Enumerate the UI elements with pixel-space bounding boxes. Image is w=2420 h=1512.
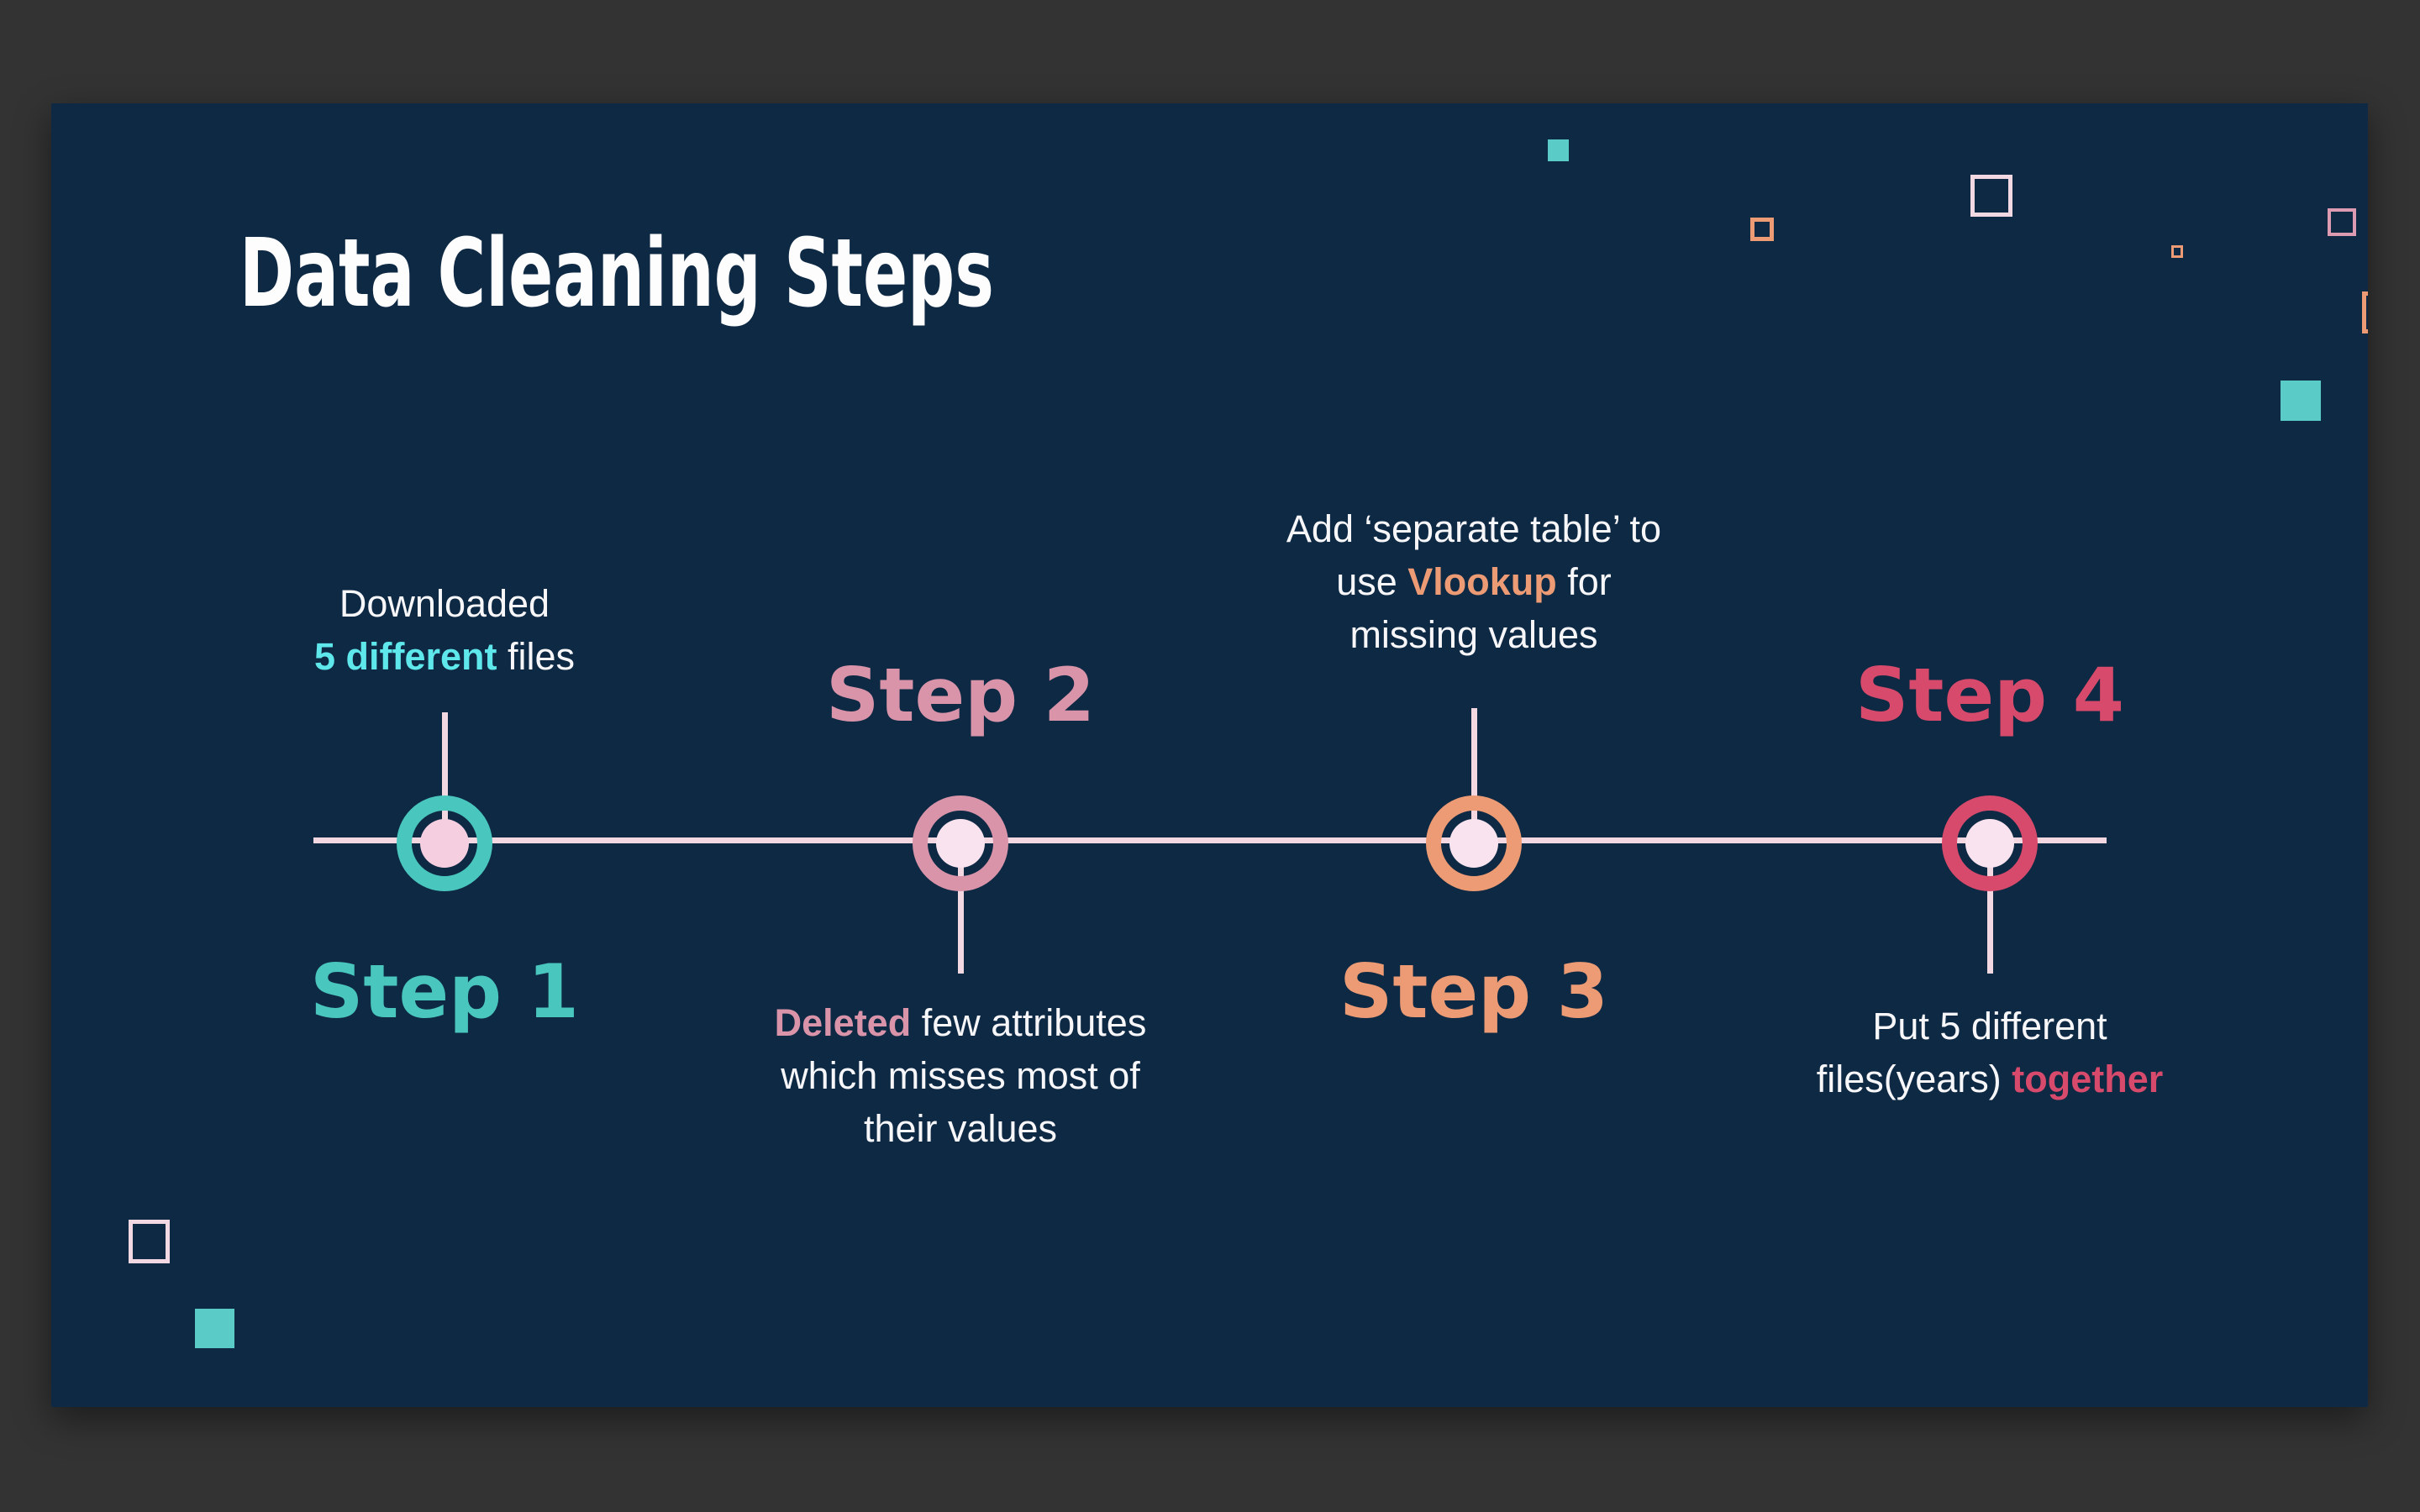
desc-line: Deleted few attributes <box>658 996 1263 1049</box>
text-segment: Put 5 different <box>1872 1005 2107 1047</box>
text-segment: Deleted <box>774 1001 912 1044</box>
step-marker-inner <box>420 819 469 868</box>
step-label-text: Step 3 <box>1339 948 1608 1035</box>
step-marker-inner <box>936 819 985 868</box>
step-label: Step 3 <box>1289 949 1659 1034</box>
desc-line: Add ‘separate table’ to <box>1171 502 1776 555</box>
decor-square <box>1750 218 1774 241</box>
text-segment: together <box>2012 1058 2164 1100</box>
decor-square <box>2281 381 2321 421</box>
step-connector <box>958 843 964 974</box>
step-marker <box>1942 795 2038 891</box>
decor-square <box>2362 291 2368 333</box>
desc-line: Downloaded <box>142 577 747 630</box>
step-marker-inner <box>1449 819 1498 868</box>
step-label-text: Step 2 <box>826 652 1095 738</box>
text-segment: Vlookup <box>1407 560 1557 603</box>
step-label: Step 1 <box>260 949 629 1034</box>
step-description: Downloaded 5 different files <box>142 577 747 683</box>
step-connector <box>1471 708 1477 843</box>
desc-line: which misses most of <box>658 1049 1263 1102</box>
decor-square <box>2171 245 2183 258</box>
step-description: Add ‘separate table’ to use Vlookup for mi… <box>1171 502 1776 661</box>
text-segment: Add ‘separate table’ to <box>1286 507 1662 550</box>
decor-square <box>1970 175 2012 217</box>
text-segment: for <box>1556 560 1612 603</box>
text-segment: which misses most of <box>781 1054 1140 1097</box>
presentation-slide: Data Cleaning Steps Step 1 Downloaded 5 di… <box>51 103 2368 1407</box>
text-segment: missing values <box>1349 613 1598 656</box>
text-segment: files(years) <box>1816 1058 2012 1100</box>
step-description: Put 5 different files(years) together <box>1687 1000 2292 1105</box>
timeline-layer: Step 1 Downloaded 5 different files Step 2 D… <box>51 103 2368 1407</box>
decor-square <box>1548 139 1569 161</box>
desc-line: Put 5 different <box>1687 1000 2292 1053</box>
step-connector <box>442 712 448 843</box>
text-segment: files <box>497 635 576 678</box>
decor-square <box>195 1309 234 1348</box>
text-segment: 5 different <box>313 635 497 678</box>
decor-square <box>129 1220 170 1263</box>
step-marker <box>397 795 492 891</box>
desc-line: their values <box>658 1102 1263 1155</box>
slide-title: Data Cleaning Steps <box>239 219 994 328</box>
step-marker <box>1426 795 1522 891</box>
text-segment: their values <box>863 1107 1058 1150</box>
squares-layer <box>51 103 2368 1407</box>
desc-line: 5 different files <box>142 630 747 683</box>
step-label: Step 4 <box>1805 653 2175 738</box>
desc-line: missing values <box>1171 608 1776 661</box>
step-label: Step 2 <box>776 653 1145 738</box>
desc-line: use Vlookup for <box>1171 555 1776 608</box>
text-segment: Downloaded <box>339 582 550 625</box>
text-segment: few attributes <box>911 1001 1147 1044</box>
step-marker-inner <box>1965 819 2014 868</box>
desc-line: files(years) together <box>1687 1053 2292 1105</box>
decor-square <box>2328 208 2356 236</box>
step-marker <box>913 795 1008 891</box>
step-label-text: Step 1 <box>310 948 579 1035</box>
timeline-line <box>313 837 2107 843</box>
text-segment: use <box>1336 560 1408 603</box>
step-label-text: Step 4 <box>1855 652 2124 738</box>
step-connector <box>1987 843 1993 974</box>
step-description: Deleted few attributes which misses most … <box>658 996 1263 1155</box>
